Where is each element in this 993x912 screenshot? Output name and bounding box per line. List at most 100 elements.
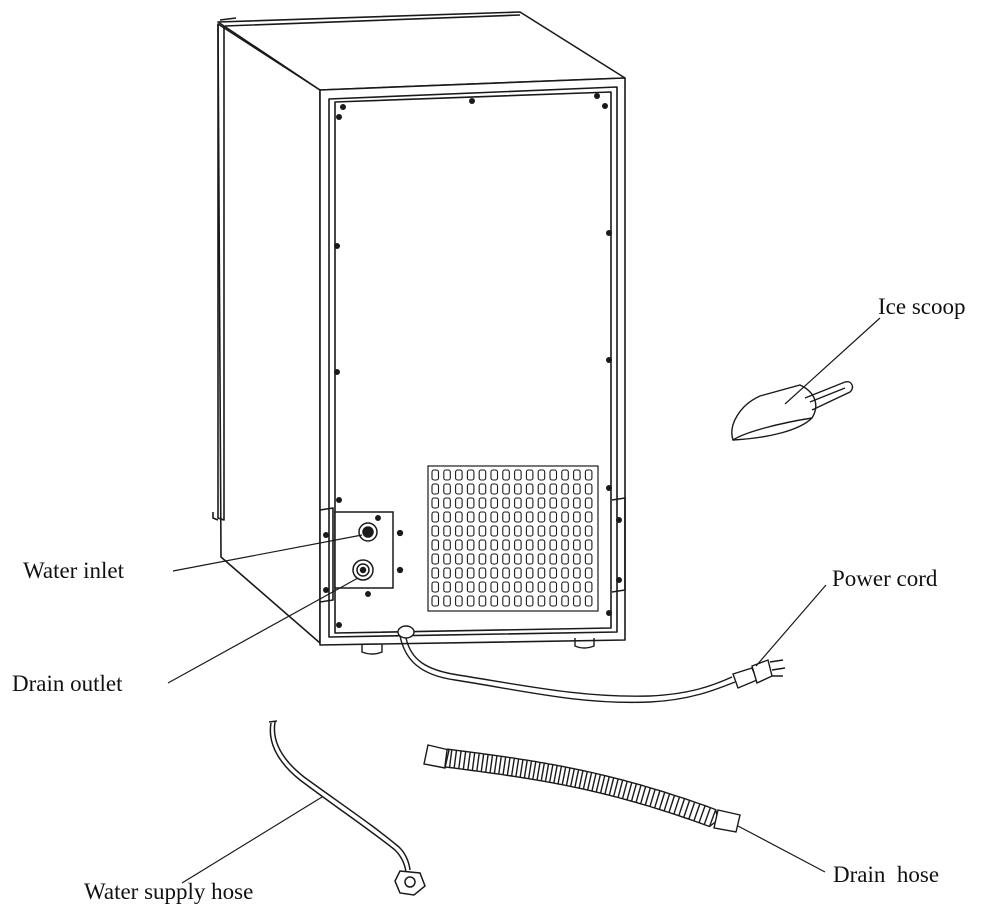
vent-slot bbox=[537, 595, 546, 607]
vent-slot bbox=[431, 595, 440, 607]
vent-slot bbox=[455, 553, 463, 565]
hose-rib bbox=[510, 758, 516, 777]
hose-edge bbox=[447, 748, 719, 821]
vent-slot bbox=[431, 581, 440, 593]
vent-slot bbox=[573, 581, 581, 593]
vent-slot bbox=[443, 483, 451, 495]
hose-rib bbox=[532, 761, 537, 780]
vent-slot bbox=[561, 469, 569, 481]
vent-slot bbox=[431, 497, 440, 509]
vent-slot bbox=[502, 525, 510, 537]
vent-slot bbox=[466, 581, 475, 593]
vent-slot bbox=[455, 525, 463, 537]
hose-rib bbox=[578, 770, 584, 789]
vent-slot bbox=[443, 595, 451, 607]
vent-slot bbox=[455, 511, 463, 523]
hose-rib bbox=[548, 764, 554, 783]
vent-slot bbox=[466, 469, 475, 481]
hose-rib bbox=[527, 760, 533, 779]
vent-slot bbox=[478, 469, 487, 481]
vent-slot bbox=[573, 483, 581, 495]
vent-slot bbox=[561, 539, 569, 551]
vent-slot bbox=[537, 581, 546, 593]
hose-rib bbox=[649, 789, 656, 807]
vent-slot bbox=[549, 483, 558, 495]
hose-rib bbox=[595, 774, 602, 793]
hose-rib bbox=[663, 793, 671, 812]
vent-slot bbox=[525, 497, 534, 509]
vent-slot bbox=[584, 469, 593, 481]
vent-slot bbox=[502, 469, 510, 481]
hose-rib bbox=[540, 762, 546, 781]
vent-slot bbox=[537, 497, 546, 509]
vent-slot bbox=[514, 581, 522, 593]
vent-slot bbox=[525, 539, 534, 551]
hose-rib bbox=[476, 753, 480, 772]
hose-rib bbox=[444, 748, 448, 768]
hose-rib bbox=[569, 768, 575, 787]
vent-grille bbox=[427, 465, 599, 612]
vent-slot bbox=[525, 469, 534, 481]
vent-slot bbox=[502, 581, 510, 593]
label-water-supply-hose: Water supply hose bbox=[84, 879, 253, 904]
vent-slot bbox=[525, 595, 534, 607]
hose-rib bbox=[668, 795, 676, 813]
vent-slot bbox=[549, 581, 558, 593]
hose-rib bbox=[582, 771, 588, 790]
vent-slot bbox=[466, 553, 475, 565]
hose-rib bbox=[561, 766, 567, 785]
vent-slot bbox=[466, 539, 475, 551]
vent-slot bbox=[549, 511, 558, 523]
hose-rib bbox=[586, 772, 593, 791]
hose-rib bbox=[519, 759, 524, 778]
vent-slot bbox=[561, 553, 569, 565]
vent-slot bbox=[584, 581, 593, 593]
vent-slot bbox=[573, 525, 581, 537]
vent-slot bbox=[549, 539, 558, 551]
vent-slot bbox=[431, 553, 440, 565]
vent-slot bbox=[455, 595, 463, 607]
hose-rib bbox=[698, 805, 706, 823]
label-drain-hose: Drain hose bbox=[833, 862, 939, 887]
hose-rib bbox=[604, 776, 610, 795]
label-ice-scoop: Ice scoop bbox=[878, 294, 966, 319]
leader-lines bbox=[167, 317, 881, 884]
vent-slot bbox=[478, 511, 487, 523]
hose-rib bbox=[515, 758, 520, 777]
vent-slot bbox=[514, 553, 522, 565]
vent-slot bbox=[514, 511, 522, 523]
vent-slot bbox=[561, 511, 569, 523]
vent-slot bbox=[573, 539, 581, 551]
vent-slot bbox=[502, 511, 510, 523]
vent-slot bbox=[537, 539, 546, 551]
vent-slot bbox=[455, 581, 463, 593]
vent-slot bbox=[525, 553, 534, 565]
vent-slot bbox=[431, 469, 440, 481]
vent-slot bbox=[478, 483, 487, 495]
vent-slot bbox=[573, 553, 581, 565]
vent-slot bbox=[549, 469, 558, 481]
vent-slot bbox=[502, 539, 510, 551]
vent-slot bbox=[466, 595, 475, 607]
vent-slot bbox=[525, 511, 534, 523]
vent-slot bbox=[514, 539, 522, 551]
vent-slot bbox=[455, 497, 463, 509]
vent-slot bbox=[549, 595, 558, 607]
vent-slot bbox=[431, 525, 440, 537]
vent-slot bbox=[443, 497, 451, 509]
vent-slot bbox=[443, 567, 451, 579]
vent-slot bbox=[525, 567, 534, 579]
vent-slot bbox=[502, 567, 510, 579]
hose-rib bbox=[591, 773, 597, 792]
vent-slot bbox=[514, 525, 522, 537]
vent-slot bbox=[561, 581, 569, 593]
vent-slot bbox=[502, 497, 510, 509]
hose-rib bbox=[506, 757, 511, 776]
vent-slot bbox=[431, 511, 440, 523]
panel-screws bbox=[323, 93, 622, 628]
hose-rib bbox=[467, 751, 471, 770]
hose-rib bbox=[536, 762, 541, 781]
hose-rib bbox=[703, 807, 712, 825]
vent-slot bbox=[514, 469, 522, 481]
hose-rib bbox=[574, 769, 580, 788]
